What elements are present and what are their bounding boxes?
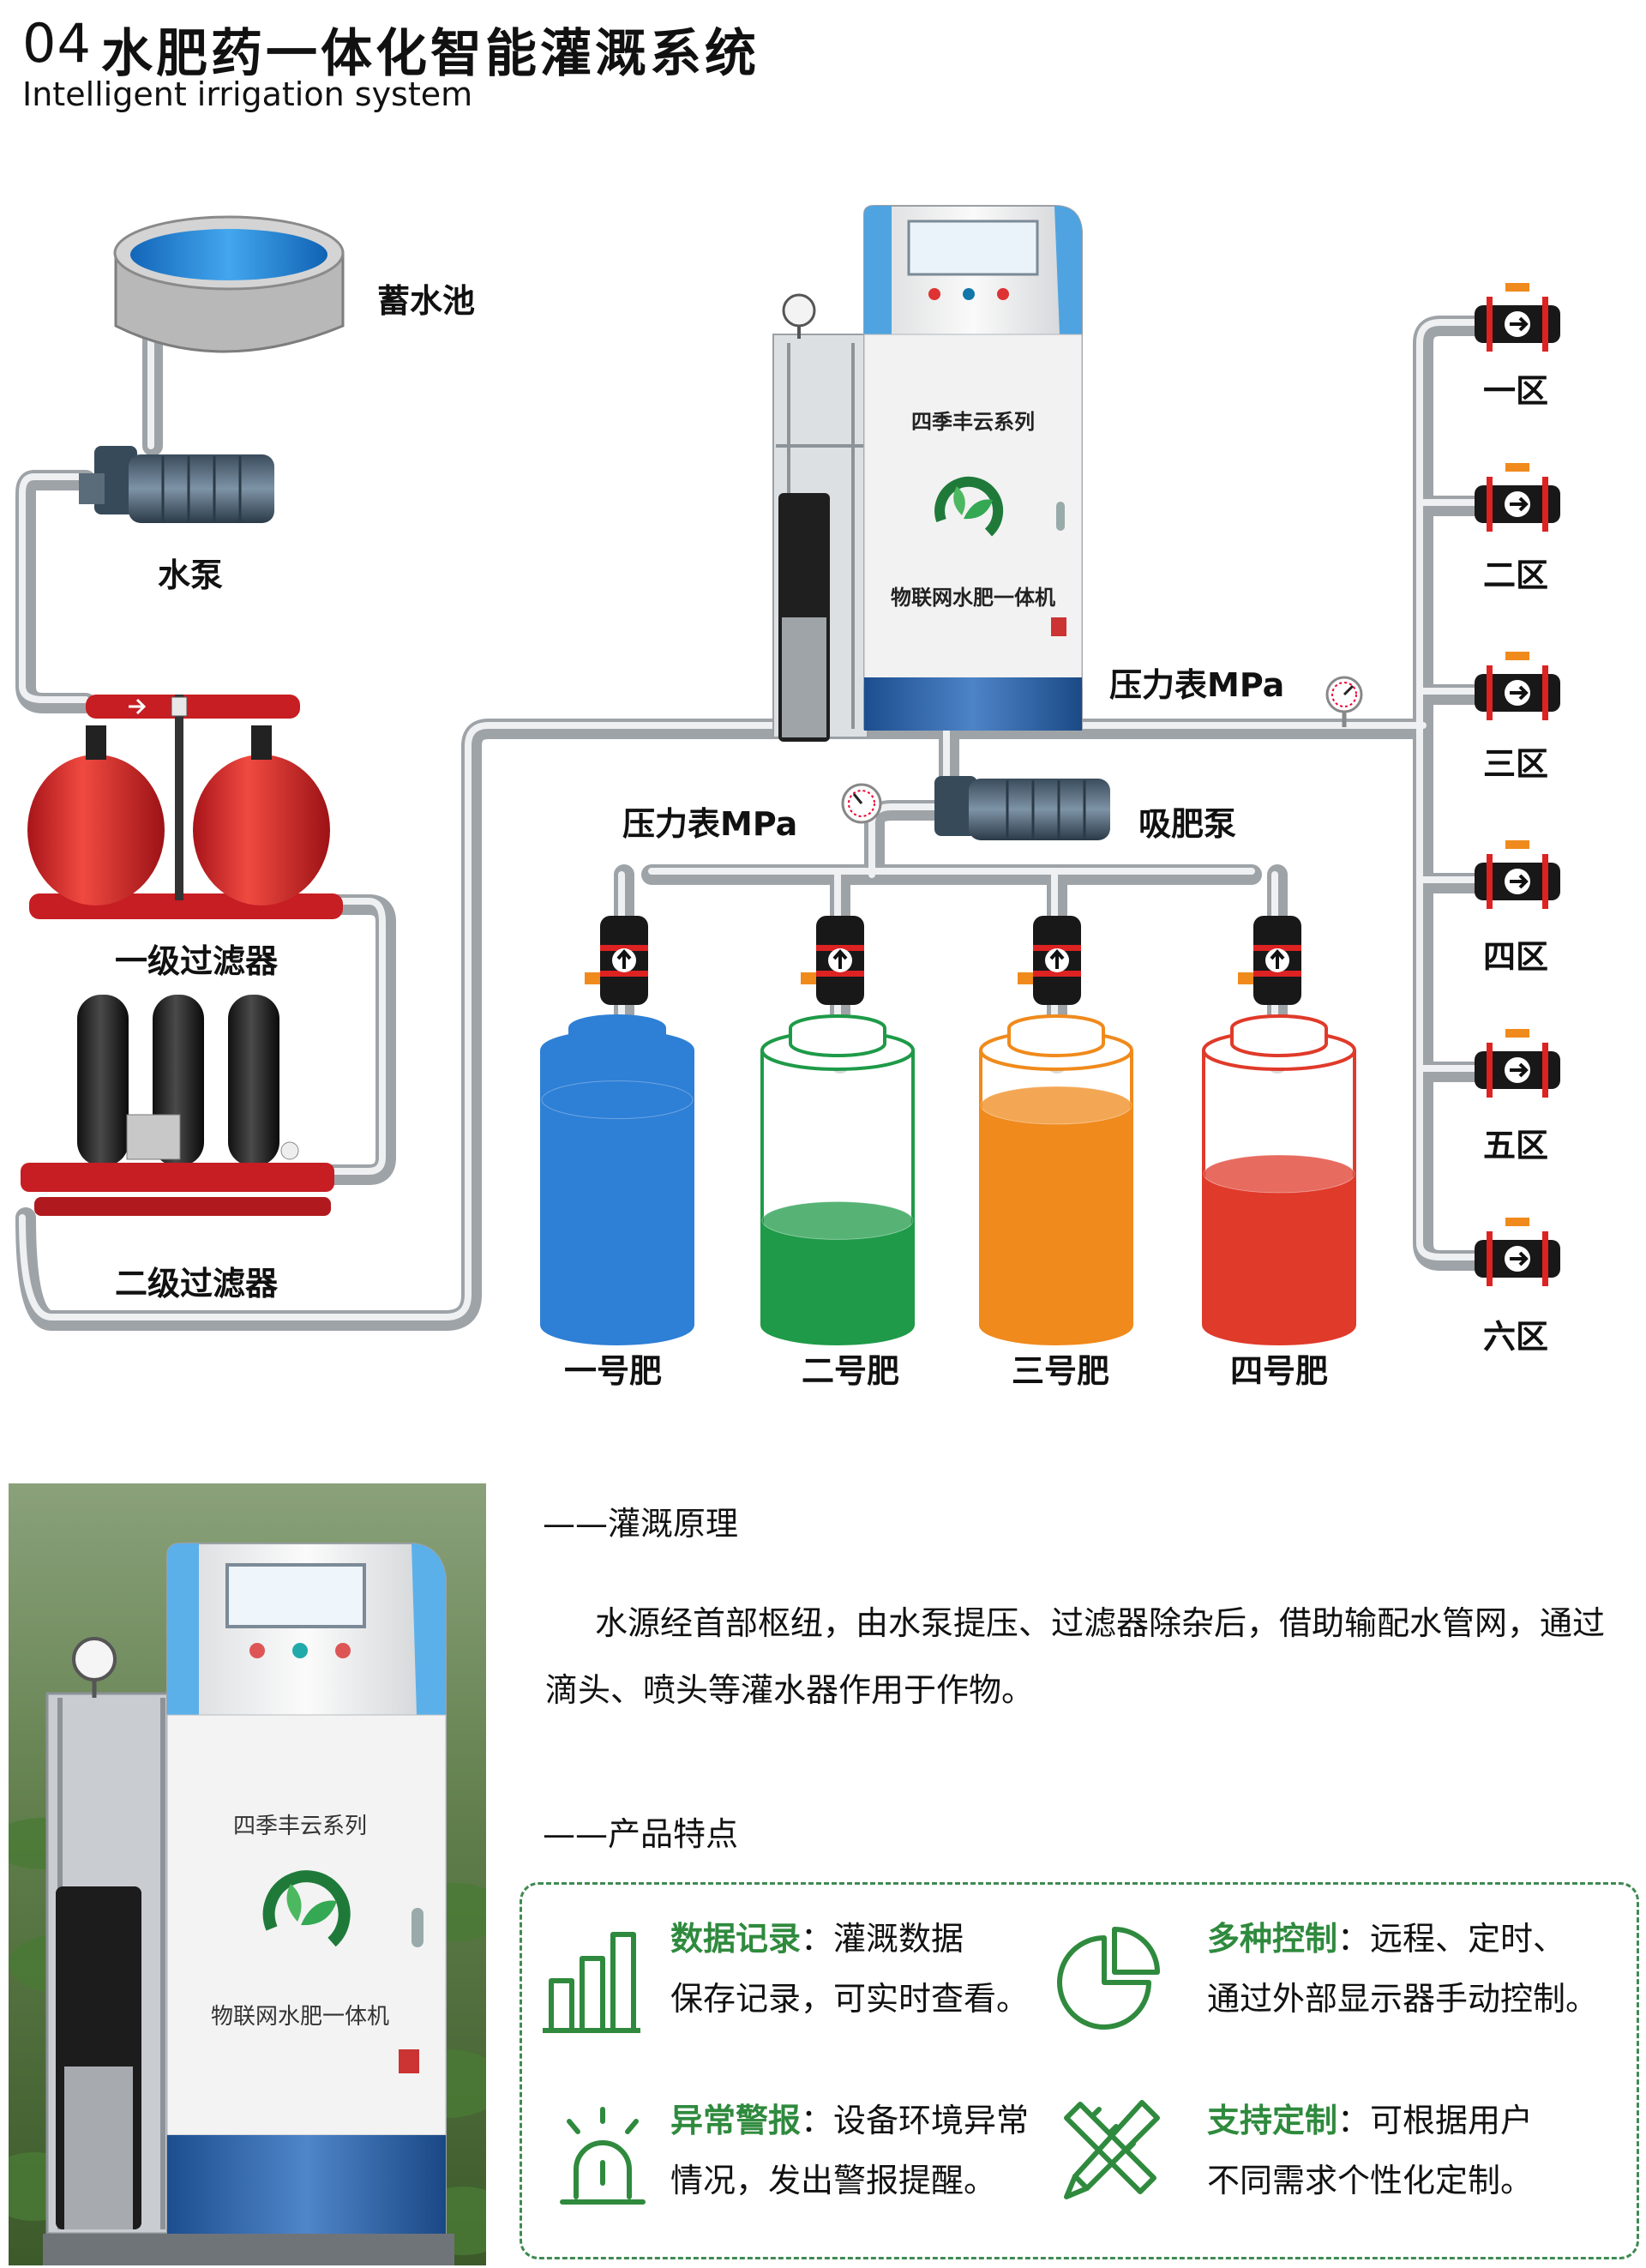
- fertigation-machine: [772, 205, 1083, 742]
- photo-name-text: 物联网水肥一体机: [211, 2004, 389, 2030]
- zone-label-5: 五区: [1483, 1127, 1549, 1164]
- page-subtitle: Intelligent irrigation system: [22, 75, 473, 113]
- feature-1-line1: ：灌溉数据: [801, 1920, 964, 1958]
- feature-3-line2: 情况，发出警报提醒。: [670, 2162, 997, 2199]
- features-title: ——产品特点: [543, 1815, 739, 1853]
- zone-valves: [1475, 283, 1560, 1286]
- feature-3-line1: ：设备环境异常: [801, 2102, 1030, 2139]
- product-photo: 四季丰云系列 物联网水肥一体机: [9, 1483, 486, 2265]
- machine-series-text: 四季丰云系列: [911, 409, 1035, 434]
- pie-chart-icon: [1057, 1927, 1160, 2030]
- feature-2-line2: 通过外部显示器手动控制。: [1207, 1980, 1599, 2018]
- reservoir-label: 蓄水池: [377, 282, 476, 320]
- filter2-label: 二级过滤器: [115, 1265, 279, 1302]
- principle-title: ——灌溉原理: [543, 1505, 739, 1543]
- feature-alarm: 异常警报：设备环境异常 情况，发出警报提醒。: [670, 2091, 1029, 2211]
- machine-name-text: 物联网水肥一体机: [891, 585, 1055, 610]
- feature-data-record: 数据记录：灌溉数据 保存记录，可实时查看。: [670, 1909, 1029, 2029]
- main-pressure-gauge-icon: [1325, 676, 1363, 727]
- tank-label-4: 四号肥: [1230, 1352, 1329, 1390]
- fertilizer-tank-1: [540, 1014, 694, 1345]
- fertilizer-tanks: [540, 1014, 1356, 1345]
- feature-1-line2: 保存记录，可实时查看。: [670, 1980, 1030, 2018]
- zone-label-1: 一区: [1483, 372, 1549, 410]
- main-gauge-label: 压力表MPa: [1109, 666, 1285, 704]
- suction-pump-label: 吸肥泵: [1138, 805, 1237, 843]
- photo-logo-icon: [262, 1870, 351, 1947]
- tank-valves: [585, 916, 1301, 1005]
- features-box: [520, 1882, 1639, 2259]
- machine-logo-icon: [934, 476, 1004, 537]
- feature-4-line1: ：可根据用户: [1337, 2102, 1534, 2139]
- ruler-pencil-icon: [1064, 2100, 1160, 2199]
- irrigation-diagram: 四季丰云系列 物联网水肥一体机: [15, 205, 1560, 1345]
- fertilizer-tank-2: [760, 1014, 915, 1345]
- bar-chart-icon: [543, 1932, 640, 2033]
- section-number: 04: [22, 12, 92, 75]
- feature-multi-control: 多种控制：远程、定时、 通过外部显示器手动控制。: [1207, 1909, 1598, 2029]
- zone-label-6: 六区: [1483, 1318, 1549, 1356]
- suction-pump: [934, 776, 1110, 840]
- zone-label-4: 四区: [1483, 938, 1549, 976]
- feature-customize: 支持定制：可根据用户 不同需求个性化定制。: [1207, 2091, 1533, 2211]
- zone-label-3: 三区: [1483, 745, 1549, 783]
- fert-gauge-label: 压力表MPa: [622, 805, 798, 843]
- water-pump: [79, 446, 274, 523]
- reservoir-tank: [113, 215, 345, 353]
- zone-label-2: 二区: [1483, 556, 1549, 594]
- secondary-filter: [21, 995, 334, 1216]
- filter1-label: 一级过滤器: [115, 942, 279, 980]
- pump-label: 水泵: [158, 556, 224, 594]
- fert-pressure-gauge-icon: [841, 783, 882, 824]
- feature-1-key: 数据记录: [670, 1920, 802, 1958]
- feature-4-line2: 不同需求个性化定制。: [1207, 2162, 1534, 2199]
- principle-text-body: 水源经首部枢纽，由水泵提压、过滤器除杂后，借助输配水管网，通过滴头、喷头等灌水器…: [545, 1604, 1606, 1709]
- tank-label-1: 一号肥: [564, 1352, 663, 1390]
- primary-filter: [27, 695, 343, 919]
- tank-label-3: 三号肥: [1012, 1352, 1110, 1390]
- feature-3-key: 异常警报: [670, 2102, 802, 2139]
- alarm-light-icon: [560, 2107, 646, 2205]
- page-title: 水肥药一体化智能灌溉系统: [101, 24, 760, 84]
- feature-4-key: 支持定制: [1207, 2102, 1338, 2139]
- principle-text: 水源经首部枢纽，由水泵提压、过滤器除杂后，借助输配水管网，通过滴头、喷头等灌水器…: [545, 1590, 1617, 1724]
- fertilizer-tank-3: [979, 1014, 1133, 1345]
- photo-series-text: 四季丰云系列: [233, 1814, 367, 1839]
- feature-2-line1: ：远程、定时、: [1337, 1920, 1566, 1958]
- pipe-network: [15, 307, 1502, 1331]
- tank-label-2: 二号肥: [802, 1352, 900, 1390]
- feature-2-key: 多种控制: [1207, 1920, 1338, 1958]
- fertilizer-tank-4: [1202, 1014, 1356, 1345]
